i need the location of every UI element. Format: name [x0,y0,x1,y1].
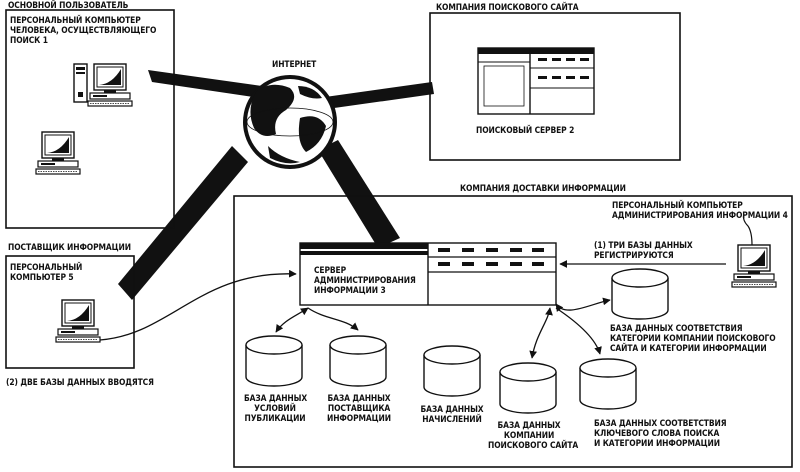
db-category-match-label: БАЗА ДАННЫХ СООТВЕТСТВИЯ КАТЕГОРИИ КОМПА… [610,323,776,353]
search-server-icon [478,48,594,114]
info-provider-title: ПОСТАВЩИК ИНФОРМАЦИИ [8,242,131,252]
searcher-laptop-icon [36,132,80,174]
main-user-title: ОСНОВНОЙ ПОЛЬЗОВАТЕЛЬ [8,0,128,10]
db-keyword-match-label: БАЗА ДАННЫХ СООТВЕТСТВИЯ КЛЮЧЕВОГО СЛОВА… [594,418,726,448]
db-provider-icon [330,336,386,386]
provider-pc-icon [56,300,100,342]
db-charges-icon [424,346,480,396]
internet-label: ИНТЕРНЕТ [272,59,316,69]
delivery-company-title: КОМПАНИЯ ДОСТАВКИ ИНФОРМАЦИИ [460,183,626,193]
admin-server-label: СЕРВЕР АДМИНИСТРИРОВАНИЯ ИНФОРМАЦИИ 3 [314,265,416,295]
admin-pc-icon [732,214,776,287]
db-publication-terms-icon [246,336,302,386]
search-company-title: КОМПАНИЯ ПОИСКОВОГО САЙТА [436,2,578,12]
three-db-note: (1) ТРИ БАЗЫ ДАННЫХ РЕГИСТРИРУЮТСЯ [594,240,693,260]
two-db-note: (2) ДВЕ БАЗЫ ДАННЫХ ВВОДЯТСЯ [6,377,154,387]
db-provider-label: БАЗА ДАННЫХ ПОСТАВЩИКА ИНФОРМАЦИИ [326,393,392,423]
searcher-pc-label: ПЕРСОНАЛЬНЫЙ КОМПЬЮТЕР ЧЕЛОВЕКА, ОСУЩЕСТ… [10,15,156,45]
db-keyword-match-icon [580,359,636,409]
searcher-pc-icon [74,64,132,106]
search-server-label: ПОИСКОВЫЙ СЕРВЕР 2 [476,125,574,135]
db-search-company-icon [500,363,556,413]
provider-pc-label: ПЕРСОНАЛЬНЫЙ КОМПЬЮТЕР 5 [10,262,82,282]
db-publication-terms-label: БАЗА ДАННЫХ УСЛОВИЙ ПУБЛИКАЦИИ [244,393,306,423]
db-charges-label: БАЗА ДАННЫХ НАЧИСЛЕНИЙ [420,404,484,424]
admin-pc-label: ПЕРСОНАЛЬНЫЙ КОМПЬЮТЕР АДМИНИСТРИРОВАНИЯ… [612,200,788,220]
db-search-company-label: БАЗА ДАННЫХ КОМПАНИИ ПОИСКОВОГО САЙТА [488,420,570,450]
internet-globe [243,75,337,169]
db-category-match-icon [612,269,668,319]
